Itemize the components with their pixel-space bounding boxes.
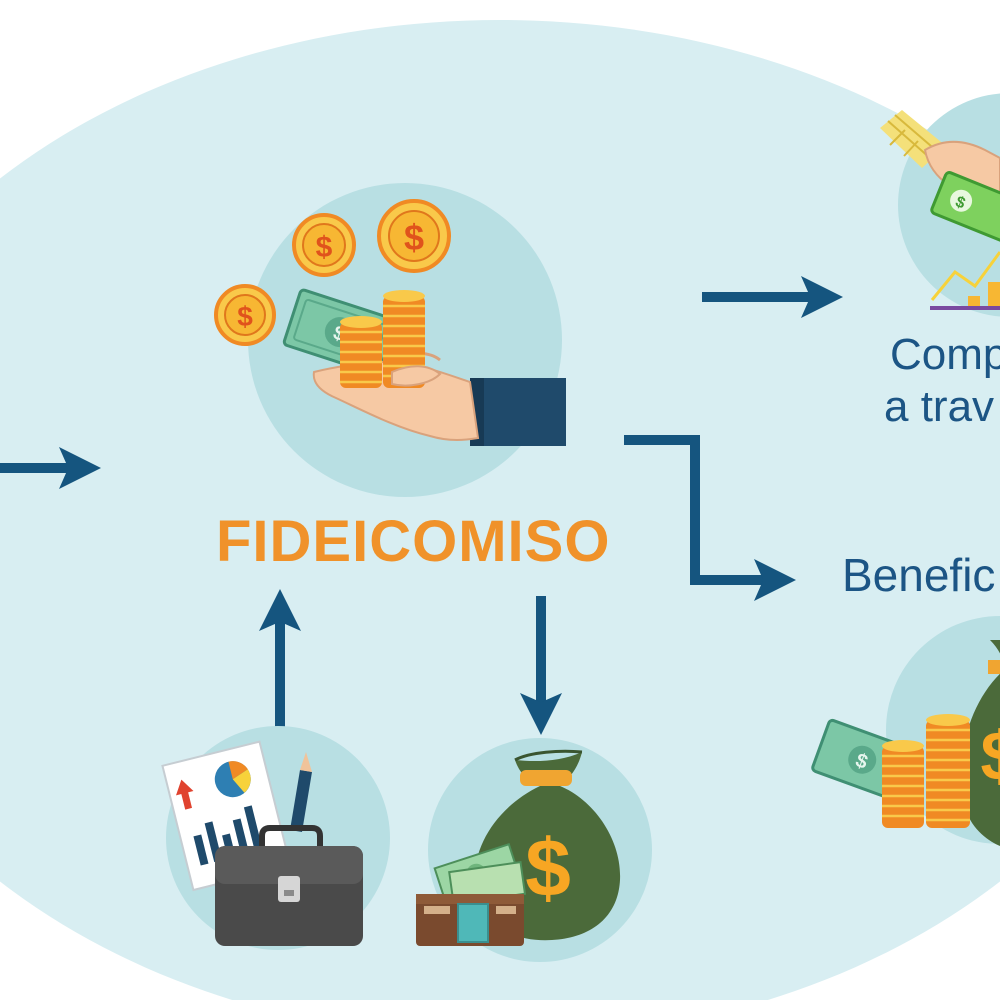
wallet-icon <box>416 842 527 946</box>
money-bag-wallet-icon: $ <box>416 738 652 962</box>
payment-hand-icon: $ <box>880 93 1000 317</box>
money-bag-coins-icon: $ $ <box>811 616 1000 846</box>
fideicomiso-title: FIDEICOMISO <box>216 509 611 574</box>
dollar-icon: $ <box>981 717 1000 795</box>
coin-icon: $ <box>292 213 356 277</box>
comp-label-line2: a trav <box>884 382 995 431</box>
coin-icon: $ <box>377 199 451 273</box>
svg-text:$: $ <box>404 217 424 258</box>
coin-stack-icon <box>926 714 970 828</box>
investment-briefcase-icon <box>161 726 390 950</box>
coin-stack-icon <box>882 740 924 828</box>
coin-stack-icon <box>340 316 382 388</box>
sleeve <box>480 378 566 446</box>
arrow-to-benefic <box>624 435 796 601</box>
pencil-icon <box>290 752 312 832</box>
flow-arrows <box>0 276 843 735</box>
comp-label-line1: Comp <box>890 330 1000 379</box>
benefic-label: Benefic <box>842 549 996 601</box>
coins-hand-icon: $ $ $ $ <box>214 183 566 497</box>
dollar-icon: $ <box>525 823 571 914</box>
svg-text:$: $ <box>237 301 253 332</box>
coin-icon: $ <box>214 284 276 346</box>
svg-text:$: $ <box>316 231 333 264</box>
banknote-icon: $ <box>930 171 1000 243</box>
